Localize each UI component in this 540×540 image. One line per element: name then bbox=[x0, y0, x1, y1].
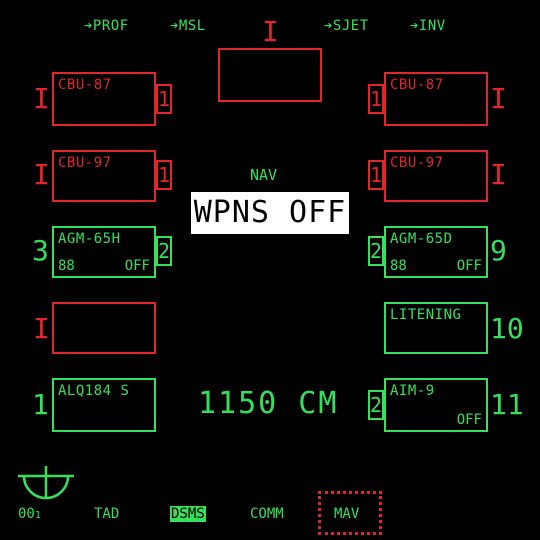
left-station-1-mark: I bbox=[33, 82, 50, 115]
osb-comm[interactable]: COMM bbox=[250, 506, 284, 522]
osb-msl[interactable]: ➔MSL bbox=[170, 18, 206, 34]
left-station-2-count: 1 bbox=[156, 160, 172, 190]
left-station-1-count: 1 bbox=[156, 84, 172, 114]
right-station-4[interactable]: LITENING bbox=[384, 302, 488, 354]
osb-mav[interactable]: MAV bbox=[334, 506, 360, 522]
weapons-status: WPNS OFF bbox=[191, 192, 349, 234]
left-station-4[interactable] bbox=[52, 302, 156, 354]
left-station-5-mark: 1 bbox=[32, 388, 49, 421]
right-station-2[interactable]: CBU-97 bbox=[384, 150, 488, 202]
left-station-3-name: AGM-65H bbox=[58, 231, 121, 247]
center-station-mark: I bbox=[262, 15, 279, 48]
osb-inv[interactable]: ➔INV bbox=[410, 18, 446, 34]
left-station-5[interactable]: ALQ184 S bbox=[52, 378, 156, 432]
left-station-2-name: CBU-97 bbox=[58, 155, 112, 171]
right-station-5-name: AIM-9 bbox=[390, 383, 435, 399]
osb-dsms[interactable]: DSMS bbox=[170, 506, 206, 522]
mav-highlight-frame bbox=[318, 491, 382, 535]
right-station-2-count: 1 bbox=[368, 160, 384, 190]
osb-tad[interactable]: TAD bbox=[94, 506, 120, 522]
left-station-3[interactable]: AGM-65H 88 OFF bbox=[52, 226, 156, 278]
countermeasure-readout: 1150 CM bbox=[198, 386, 339, 421]
right-station-3-name: AGM-65D bbox=[390, 231, 453, 247]
right-station-1[interactable]: CBU-87 bbox=[384, 72, 488, 126]
right-station-2-mark: I bbox=[490, 158, 507, 191]
right-station-3-qty: 88 bbox=[390, 258, 407, 274]
right-station-3[interactable]: AGM-65D 88 OFF bbox=[384, 226, 488, 278]
heading-reference-icon bbox=[18, 466, 74, 500]
left-station-2[interactable]: CBU-97 bbox=[52, 150, 156, 202]
right-station-3-mark: 9 bbox=[490, 234, 507, 267]
right-station-5-mark: 11 bbox=[490, 388, 524, 421]
left-station-3-mark: 3 bbox=[32, 234, 49, 267]
left-station-1[interactable]: CBU-87 bbox=[52, 72, 156, 126]
osb-prof[interactable]: ➔PROF bbox=[84, 18, 129, 34]
right-station-1-name: CBU-87 bbox=[390, 77, 444, 93]
left-station-1-name: CBU-87 bbox=[58, 77, 112, 93]
right-station-5[interactable]: AIM-9 OFF bbox=[384, 378, 488, 432]
right-station-2-name: CBU-97 bbox=[390, 155, 444, 171]
center-station-box[interactable] bbox=[218, 48, 322, 102]
left-station-2-mark: I bbox=[33, 158, 50, 191]
right-station-1-count: 1 bbox=[368, 84, 384, 114]
left-station-3-status: OFF bbox=[124, 258, 150, 274]
left-station-4-mark: I bbox=[33, 312, 50, 345]
osb-sjet[interactable]: ➔SJET bbox=[324, 18, 369, 34]
left-station-3-count: 2 bbox=[156, 236, 172, 266]
left-station-5-name: ALQ184 S bbox=[58, 383, 130, 399]
right-station-5-status: OFF bbox=[456, 412, 482, 428]
heading-readout: 001 bbox=[18, 506, 41, 522]
right-station-4-mark: 10 bbox=[490, 312, 524, 345]
left-station-3-qty: 88 bbox=[58, 258, 75, 274]
right-station-3-status: OFF bbox=[456, 258, 482, 274]
right-station-5-count: 2 bbox=[368, 390, 384, 420]
right-station-3-count: 2 bbox=[368, 236, 384, 266]
right-station-4-name: LITENING bbox=[390, 307, 462, 323]
right-station-1-mark: I bbox=[490, 82, 507, 115]
mode-label: NAV bbox=[250, 166, 278, 184]
